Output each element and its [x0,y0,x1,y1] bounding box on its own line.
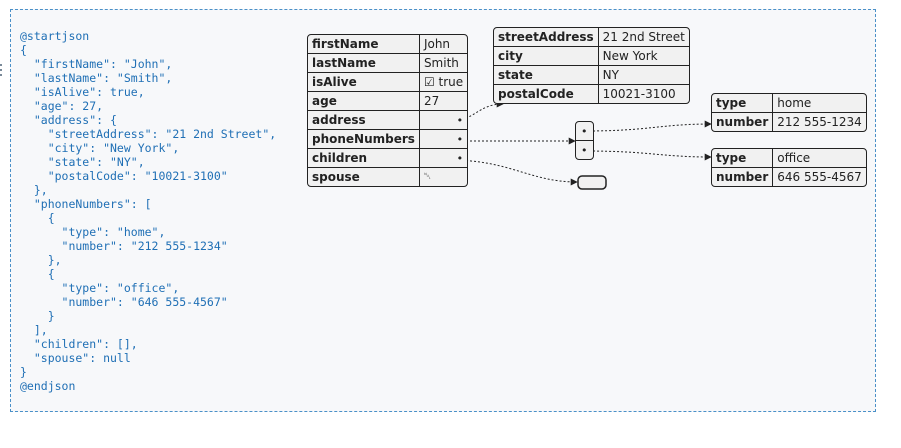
key-cell: number [712,113,774,131]
value-cell: 646 555-4567 [777,170,862,184]
json-source: @startjson { "firstName": "John", "lastN… [20,29,276,393]
code-line: @endjson [20,379,76,393]
value-cell: Smith [419,54,468,73]
key-cell: number [712,168,774,186]
left-edge-marker [0,64,3,78]
code-line: "firstName": "John", [20,57,173,71]
key-cell: address [308,111,420,130]
key-cell: type [712,94,774,113]
table-row: • [576,122,593,141]
key-cell: isAlive [308,73,420,92]
code-line: "type": "office", [20,281,180,295]
children-connector [449,159,578,186]
table-row: children• [308,149,468,168]
table-row: isAlive☑ true [308,73,468,92]
code-line: ], [20,323,48,337]
code-line: "streetAddress": "21 2nd Street", [20,127,277,141]
key-cell: state [494,66,599,85]
value-cell: NY [598,66,689,85]
address-connector [449,100,504,122]
key-cell: postalCode [494,85,599,103]
key-cell: children [308,149,420,168]
value-cell: office [773,149,866,168]
phone-numbers-array-node: • • [575,121,594,160]
link-dot: • [576,122,593,141]
key-cell: firstName [308,35,420,54]
key-cell: lastName [308,54,420,73]
home-phone-connector [584,120,712,132]
code-line: "city": "New York", [20,141,180,155]
code-line: "number": "212 555-1234" [20,239,228,253]
code-line: "lastName": "Smith", [20,71,173,85]
table-row: address• [308,111,468,130]
office-phone-connector [584,150,712,161]
code-line: "postalCode": "10021-3100" [20,169,228,183]
code-line: "children": [], [20,337,138,351]
children-empty-array [577,175,607,190]
value-cell: 21 2nd Street [598,28,689,47]
key-cell: type [712,149,774,168]
code-line: "address": { [20,113,117,127]
table-row: phoneNumbers• [308,130,468,149]
code-line: "spouse": null [20,351,131,365]
code-line: "state": "NY", [20,155,145,169]
value-cell: John [419,35,468,54]
code-line: "phoneNumbers": [ [20,197,152,211]
code-line: { [20,211,55,225]
code-line: "age": 27, [20,99,104,113]
code-line: @startjson [20,29,90,43]
value-cell: 212 555-1234 [777,115,862,129]
code-line: }, [20,253,62,267]
link-dot: • [419,111,468,130]
code-line: } [20,365,27,379]
code-line: { [20,43,27,57]
link-dot: • [581,143,588,157]
code-line: { [20,267,55,281]
code-line: "isAlive": true, [20,85,145,99]
table-row: • [576,141,593,159]
key-cell: age [308,92,420,111]
link-dot: • [419,149,468,168]
code-line: }, [20,183,48,197]
key-cell: phoneNumbers [308,130,420,149]
value-cell: ☑ true [419,73,468,92]
link-dot: • [419,130,468,149]
value-cell: New York [598,47,689,66]
table-row: spouse␀ [308,168,467,186]
key-cell: streetAddress [494,28,599,47]
null-value-icon: ␀ [423,172,432,182]
key-cell: spouse [308,168,420,186]
value-cell: 27 [419,92,468,111]
code-line: "type": "home", [20,225,166,239]
value-cell: 10021-3100 [602,87,676,101]
code-line: "number": "646 555-4567" [20,295,228,309]
code-line: } [20,309,55,323]
value-cell: home [773,94,866,113]
key-cell: city [494,47,599,66]
